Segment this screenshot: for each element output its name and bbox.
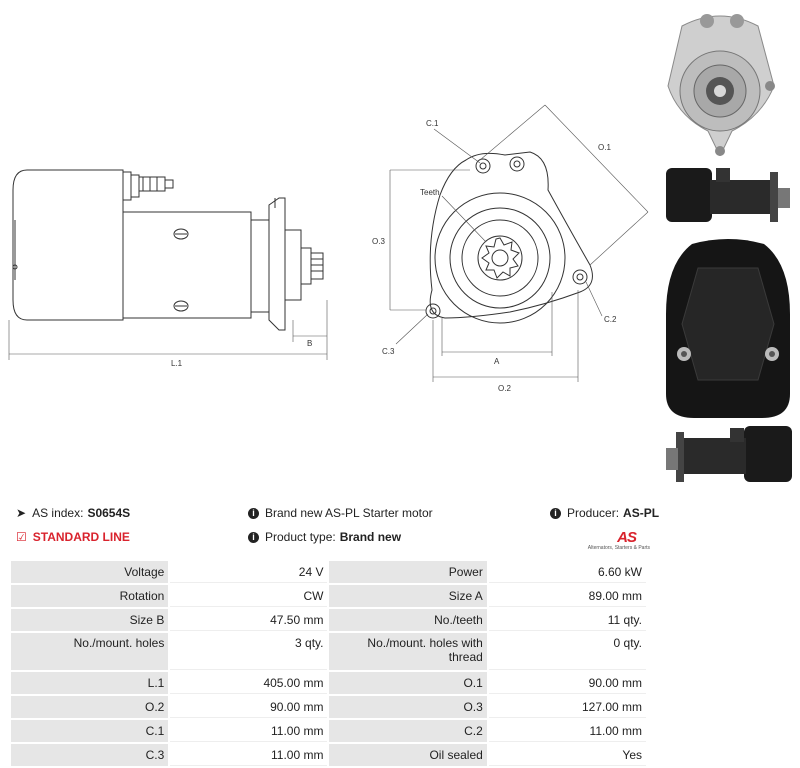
side-view-drawing: L.1 B [8, 169, 328, 368]
spec-key: O.1 [329, 672, 487, 694]
as-index-value: S0654S [87, 506, 131, 520]
spec-value: 11.00 mm [170, 720, 328, 742]
spec-key: O.3 [329, 696, 487, 718]
producer-value: AS-PL [623, 506, 660, 520]
spec-value: 11.00 mm [170, 744, 328, 766]
as-index: ➤ AS index: S0654S [16, 506, 130, 520]
tag-icon: ➤ [16, 506, 27, 520]
info-icon: i [248, 507, 259, 519]
dim-o3-label: O.3 [372, 237, 385, 246]
spec-key: Power [329, 561, 487, 583]
product-description: i Brand new AS-PL Starter motor [248, 506, 433, 520]
spec-value: Yes [488, 744, 646, 766]
product-type-value: Brand new [339, 530, 402, 544]
product-type-label: Product type: [265, 530, 336, 544]
dim-c2-label: C.2 [604, 315, 617, 324]
spec-key: O.2 [11, 696, 169, 718]
spec-value: 405.00 mm [170, 672, 328, 694]
checkbox-icon: ☑ [16, 530, 27, 544]
spec-value: 11 qty. [488, 609, 646, 631]
dim-l1-label: L.1 [171, 359, 183, 368]
product-photo-side-reverse[interactable] [664, 420, 794, 490]
spec-key: Voltage [11, 561, 169, 583]
dim-c1-label: C.1 [426, 119, 439, 128]
product-photo-rear[interactable] [662, 234, 794, 420]
info-icon: i [550, 507, 561, 519]
dim-c3-label: C.3 [382, 347, 395, 356]
spec-key: No./mount. holes [11, 633, 169, 670]
spec-value: 24 V [170, 561, 328, 583]
spec-value: 11.00 mm [488, 720, 646, 742]
spec-value: 90.00 mm [488, 672, 646, 694]
spec-value: CW [170, 585, 328, 607]
spec-value: 6.60 kW [488, 561, 646, 583]
dim-o2-label: O.2 [498, 384, 511, 393]
product-type: i Product type: Brand new [248, 530, 401, 544]
spec-key: Size A [329, 585, 487, 607]
info-icon: i [248, 531, 259, 543]
spec-value: 3 qty. [170, 633, 328, 670]
spec-value: 90.00 mm [170, 696, 328, 718]
spec-key: No./teeth [329, 609, 487, 631]
spec-key: C.1 [11, 720, 169, 742]
dim-b-label: B [307, 339, 312, 348]
as-index-label: AS index: [32, 506, 84, 520]
as-pl-logo: AS Alternators, Starters & Parts [584, 529, 650, 551]
spec-value: 0 qty. [488, 633, 646, 670]
logo-mark: AS [617, 529, 637, 546]
front-view-drawing: C.1 O.1 O.3 Teeth C.2 C.3 A O.2 [372, 104, 649, 393]
description-text: Brand new AS-PL Starter motor [265, 506, 433, 520]
standard-line-label: STANDARD LINE [32, 530, 130, 544]
dim-teeth-label: Teeth [420, 188, 440, 197]
spec-key: Rotation [11, 585, 169, 607]
spec-key: Oil sealed [329, 744, 487, 766]
dim-a-label: A [494, 357, 500, 366]
spec-key: No./mount. holes with thread [329, 633, 487, 670]
spec-value: 89.00 mm [488, 585, 646, 607]
producer-label: Producer: [567, 506, 620, 520]
producer: i Producer: AS-PL [550, 506, 659, 520]
product-photo-front[interactable] [662, 6, 780, 156]
spec-value: 127.00 mm [488, 696, 646, 718]
dim-o1-label: O.1 [598, 143, 611, 152]
spec-key: C.2 [329, 720, 487, 742]
spec-key: C.3 [11, 744, 169, 766]
spec-value: 47.50 mm [170, 609, 328, 631]
logo-tagline: Alternators, Starters & Parts [587, 545, 650, 551]
product-photo-side[interactable] [664, 162, 794, 228]
spec-key: L.1 [11, 672, 169, 694]
standard-line: ☑ STANDARD LINE [16, 530, 130, 544]
spec-key: Size B [11, 609, 169, 631]
